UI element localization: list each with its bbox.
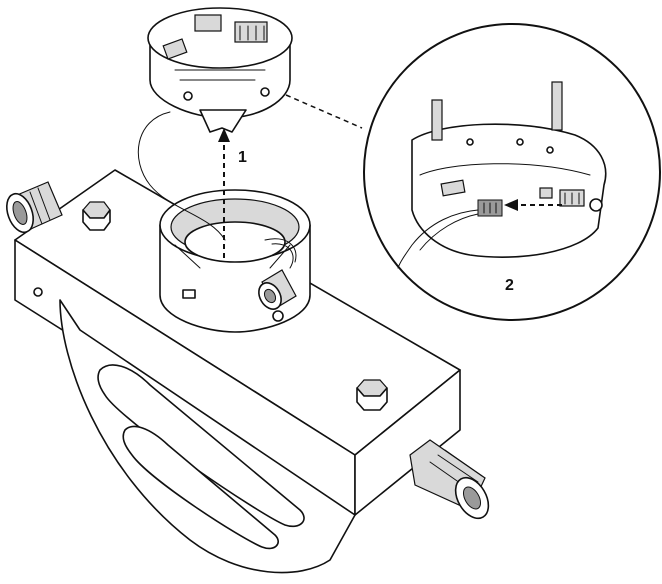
standoff-post-right <box>551 81 563 131</box>
terminal-block <box>234 21 268 43</box>
zoom-detail <box>363 23 661 321</box>
meter-side-face <box>354 369 461 516</box>
callout-2-label: 2 <box>505 277 514 294</box>
housing-label-tag <box>182 289 196 299</box>
mounting-hole <box>33 287 43 297</box>
standoff-post-left <box>431 99 443 141</box>
callout-2-arrow <box>504 199 562 211</box>
left-flange <box>6 181 63 234</box>
hex-bolt-left <box>82 201 111 231</box>
housing-slot-upper <box>97 364 305 528</box>
right-flange <box>409 439 490 520</box>
hex-bolt-right <box>356 379 388 411</box>
callout-1-arrow <box>218 128 230 258</box>
callout-1-label: 1 <box>238 149 247 166</box>
electronics-module <box>147 7 293 133</box>
sensor-cable <box>137 111 226 241</box>
module-connector-tab <box>199 109 247 133</box>
zoom-leader-line <box>285 94 363 129</box>
housing-slot-lower <box>122 425 279 550</box>
display-module <box>194 14 222 32</box>
open-terminal-housing <box>159 189 311 333</box>
detail-cable <box>397 209 479 269</box>
